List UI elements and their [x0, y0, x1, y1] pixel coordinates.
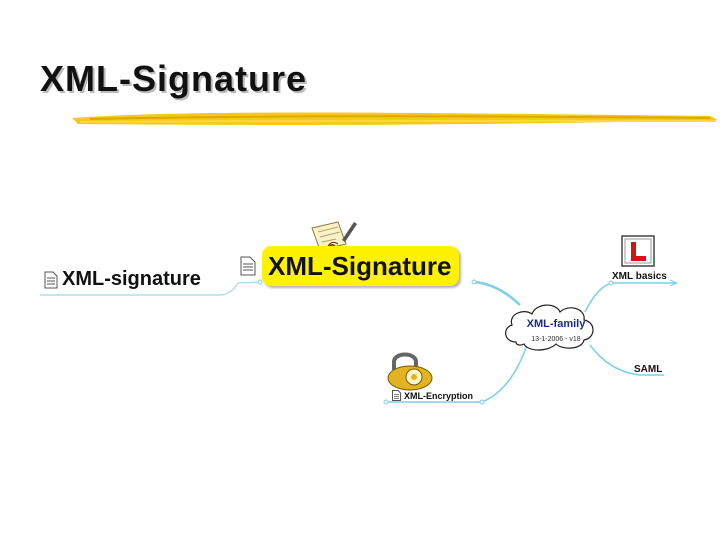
cloud-subtitle: 13-1-2006 - v18 [531, 336, 581, 343]
central-cloud[interactable]: XML-family 13-1-2006 - v18 [516, 318, 596, 343]
node-xml-encryption[interactable]: XML-Encryption [392, 390, 473, 401]
title-underline [72, 112, 718, 125]
signing-document-icon [311, 221, 357, 252]
document-icon [44, 271, 58, 288]
central-node-label: XML-Signature [268, 250, 452, 281]
cloud-title: XML-family [526, 318, 586, 330]
node-xml-signature-left[interactable]: XML-signature [44, 268, 201, 291]
connector-center-cloud [473, 280, 521, 306]
document-icon [240, 256, 256, 276]
l-plate-icon [621, 235, 655, 267]
left-node-label: XML-signature [62, 268, 201, 290]
xml-basics-label: XML basics [612, 271, 667, 282]
saml-label: SAML [634, 364, 663, 375]
xml-encryption-label: XML-Encryption [404, 390, 473, 401]
node-saml[interactable]: SAML [634, 364, 662, 375]
connector-left [40, 281, 263, 296]
slide-title: XML-Signature [40, 58, 308, 99]
document-icon [392, 390, 401, 401]
connector-cloud-saml [589, 344, 664, 376]
padlock-icon [387, 352, 433, 391]
node-xml-basics[interactable]: XML basics [612, 271, 667, 282]
cloud-shape [505, 304, 594, 351]
node-xml-signature-central[interactable]: XML-Signature [262, 246, 460, 286]
